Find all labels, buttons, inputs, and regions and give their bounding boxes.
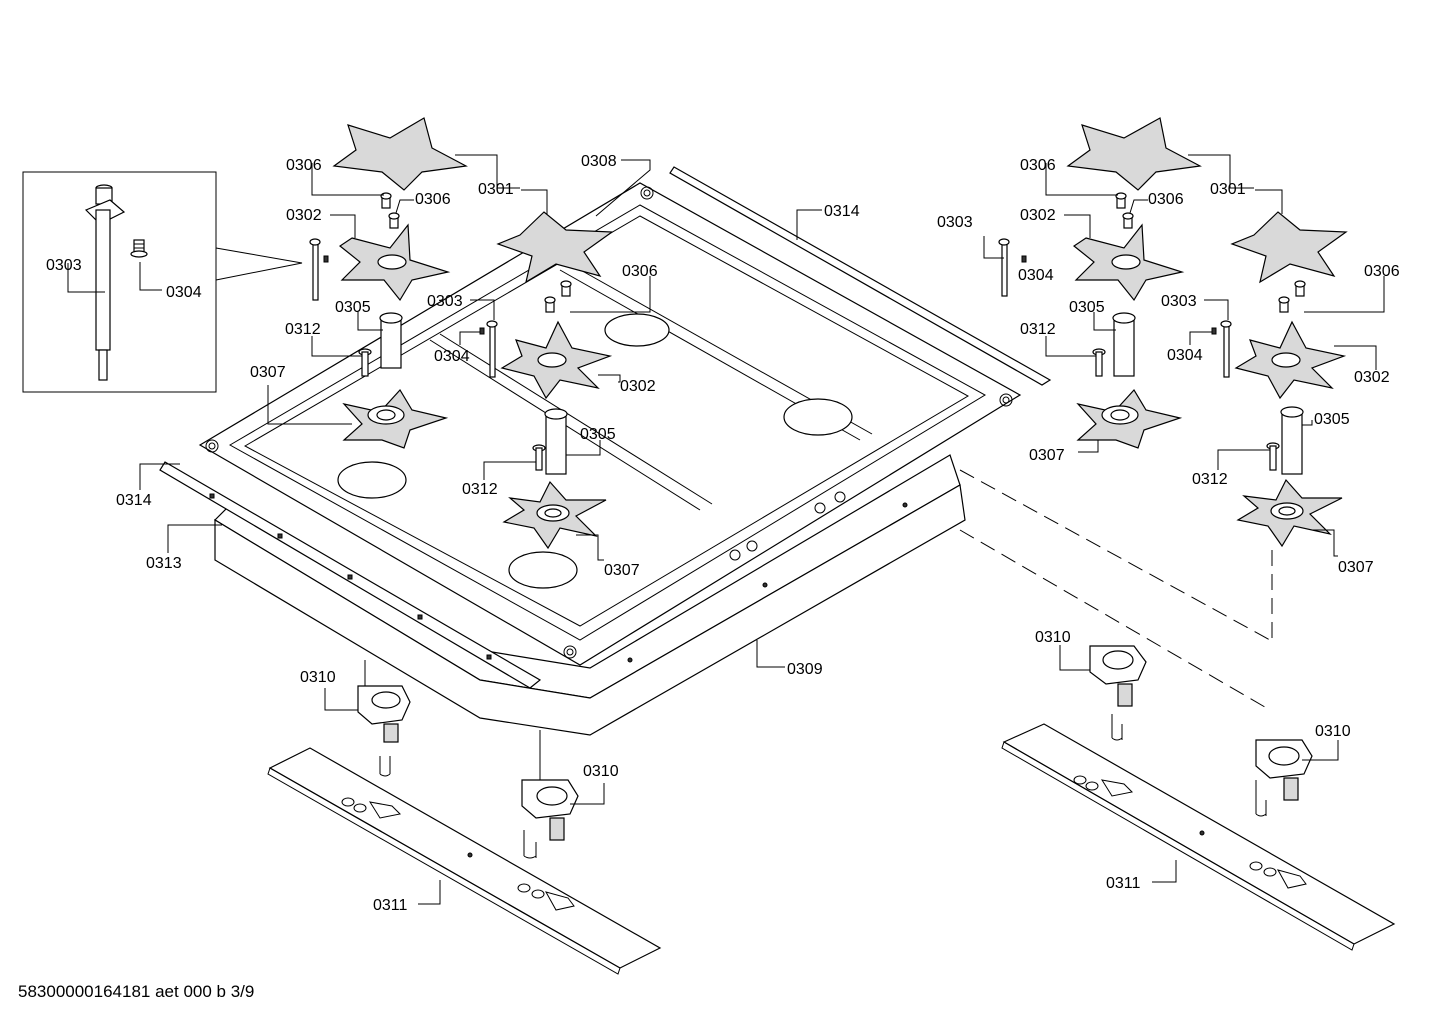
callout-0305-right-1: 0305 [1069,299,1105,316]
nozzle-0305-center[interactable] [544,408,568,475]
callout-0301-right: 0301 [1210,181,1246,198]
side-strip-0314-right[interactable] [669,166,1052,386]
screw-0306-right-front[interactable] [1294,280,1306,297]
callout-0305-left-1: 0305 [335,299,371,316]
callout-0314-right: 0314 [824,203,860,220]
screw-0304-right-front[interactable] [1211,327,1217,335]
screw-0312-right-front[interactable] [1266,442,1280,471]
burner-base-0302-right-back[interactable] [1072,223,1185,302]
gas-valve-0310-left-2[interactable] [521,779,579,859]
callout-0310-right-1: 0310 [1035,629,1071,646]
screw-0306-center-2[interactable] [544,296,556,313]
callout-0305-left-2: 0305 [580,426,616,443]
callout-0305-right-2: 0305 [1314,411,1350,428]
callout-0309: 0309 [787,661,823,678]
burner-cap-0301-right-front[interactable] [1230,211,1348,284]
callout-0306-right-3: 0306 [1364,263,1400,280]
thermocouple-0303-left-back[interactable] [309,238,321,301]
burner-base-0302-left-back[interactable] [338,223,451,302]
gas-valve-0310-right-2[interactable] [1255,739,1313,817]
callout-0306-right-1: 0306 [1020,157,1056,174]
callout-0303-right-2: 0303 [1161,293,1197,310]
screw-0312-center[interactable] [532,444,546,471]
callout-0312-right-1: 0312 [1020,321,1056,338]
screw-0312-right-back[interactable] [1092,348,1106,377]
screw-0306-right-back[interactable] [1115,192,1127,209]
nozzle-0305-right-front[interactable] [1280,406,1304,475]
callout-0310-left-2: 0310 [583,763,619,780]
callout-0307-left-2: 0307 [604,562,640,579]
document-id-footer: 58300000164181 aet 000 b 3/9 [18,982,255,1001]
burner-cap-0301-right-back[interactable] [1066,117,1202,191]
callout-0307-right-1: 0307 [1029,447,1065,464]
callout-0308: 0308 [581,153,617,170]
callout-0307-left-1: 0307 [250,364,286,381]
callout-0302-left-1: 0302 [286,207,322,224]
thermocouple-0303-right-front[interactable] [1220,320,1232,378]
callout-0303-inset: 0303 [46,257,82,274]
callout-0304-inset: 0304 [166,284,202,301]
inset-detail-box: 0303 0304 [22,171,303,393]
mounting-rail-0311-right[interactable] [1001,723,1396,951]
gas-valve-0310-right-1[interactable] [1089,645,1147,741]
screw-0306-left-back-2[interactable] [388,212,400,229]
alignment-dash-1 [959,469,1271,641]
burner-base-0302-center[interactable] [500,320,613,400]
burner-body-0307-left-back[interactable] [342,388,449,449]
burner-cap-0301-left[interactable] [332,117,468,191]
screw-0306-right-back-2[interactable] [1122,212,1134,229]
callout-0302-right-1: 0302 [1020,207,1056,224]
callout-0306-right-2: 0306 [1148,191,1184,208]
screw-0304-left-back[interactable] [323,255,329,263]
burner-body-0307-right-back[interactable] [1076,388,1183,449]
inset-thermocouple-0303[interactable] [84,184,126,381]
callout-0311-right: 0311 [1106,875,1141,892]
screw-0304-right-back[interactable] [1021,255,1027,263]
callout-0310-right-2: 0310 [1315,723,1351,740]
screw-0306-center[interactable] [560,280,572,297]
screw-0306-right-front-2[interactable] [1278,296,1290,313]
callout-0310-left-1: 0310 [300,669,336,686]
alignment-dash-3 [959,529,1271,711]
burner-body-0307-right-front[interactable] [1236,478,1343,548]
callout-0301-left: 0301 [478,181,514,198]
callout-0307-right-2: 0307 [1338,559,1374,576]
screw-0312-left-back[interactable] [358,348,372,377]
hob-tray-0308[interactable] [198,182,1022,666]
callout-0304-center: 0304 [434,348,470,365]
callout-0303-center: 0303 [427,293,463,310]
callout-0311-left: 0311 [373,897,408,914]
nozzle-0305-left-back[interactable] [379,312,403,369]
side-strip-0314-left[interactable] [159,461,542,689]
gas-valve-0310-left-1[interactable] [357,685,411,777]
burner-base-0302-right-front[interactable] [1234,320,1347,400]
screw-0304-center[interactable] [479,327,485,335]
burner-cap-0301-center[interactable] [496,211,614,284]
nozzle-0305-right-back[interactable] [1112,312,1136,377]
callout-0314-left: 0314 [116,492,152,509]
callout-0304-right-2: 0304 [1167,347,1203,364]
callout-0312-left-2: 0312 [462,481,498,498]
burner-body-0307-center[interactable] [502,480,607,550]
callout-0304-right-1: 0304 [1018,267,1054,284]
callout-0306-left-1: 0306 [286,157,322,174]
callout-0313: 0313 [146,555,182,572]
callout-0303-right-1: 0303 [937,214,973,231]
inset-screw-0304[interactable] [130,239,148,258]
thermocouple-0303-right-back[interactable] [998,238,1010,297]
callout-0312-left-1: 0312 [285,321,321,338]
callout-0306-left-2: 0306 [415,191,451,208]
callout-0302-right-2: 0302 [1354,369,1390,386]
mounting-rail-0311-left[interactable] [267,747,662,975]
thermocouple-0303-center[interactable] [486,320,498,378]
callout-0306-left-3: 0306 [622,263,658,280]
callout-0302-left-2: 0302 [620,378,656,395]
callout-0312-right-2: 0312 [1192,471,1228,488]
